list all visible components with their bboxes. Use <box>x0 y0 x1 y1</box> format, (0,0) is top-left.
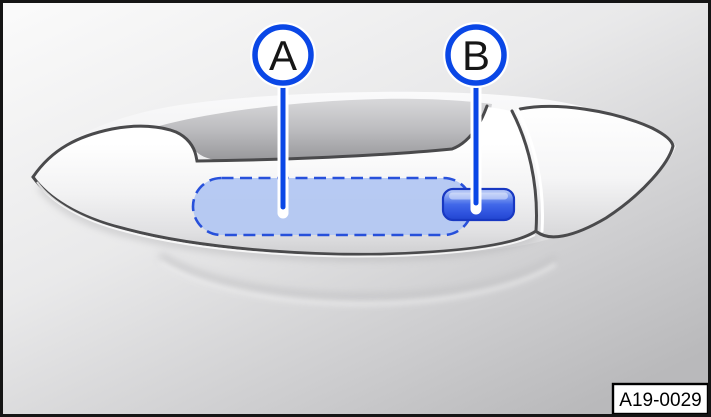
handle-end-cap <box>516 106 673 237</box>
leader-lines <box>277 74 482 219</box>
callout-a: A <box>250 22 316 88</box>
callout-b-ring <box>445 24 507 86</box>
seam-line-dark <box>510 109 538 233</box>
door-recess-scoop <box>158 252 558 306</box>
handle-outlines <box>31 104 675 256</box>
figure-code-text: A19-0029 <box>619 390 701 411</box>
figure-code-frame <box>611 382 710 416</box>
grip-bottom-outline <box>31 175 538 256</box>
callout-b-letter: B <box>462 32 490 79</box>
finger-recess-shadow <box>152 98 492 162</box>
sensor-zone-region-a <box>191 176 474 237</box>
seam-line-highlight <box>516 108 544 233</box>
figure-code-box: A19-0029 <box>611 382 710 416</box>
callout-a-ring <box>252 24 314 86</box>
callout-b: B <box>443 22 509 88</box>
grip-bottom-highlight <box>36 181 536 258</box>
grip-top-outline <box>31 104 489 179</box>
scoop-highlight-arc <box>159 260 557 306</box>
scoop-shadow-arc <box>158 252 558 300</box>
callout-a-letter: A <box>269 32 297 79</box>
end-cap-outline <box>518 104 675 239</box>
